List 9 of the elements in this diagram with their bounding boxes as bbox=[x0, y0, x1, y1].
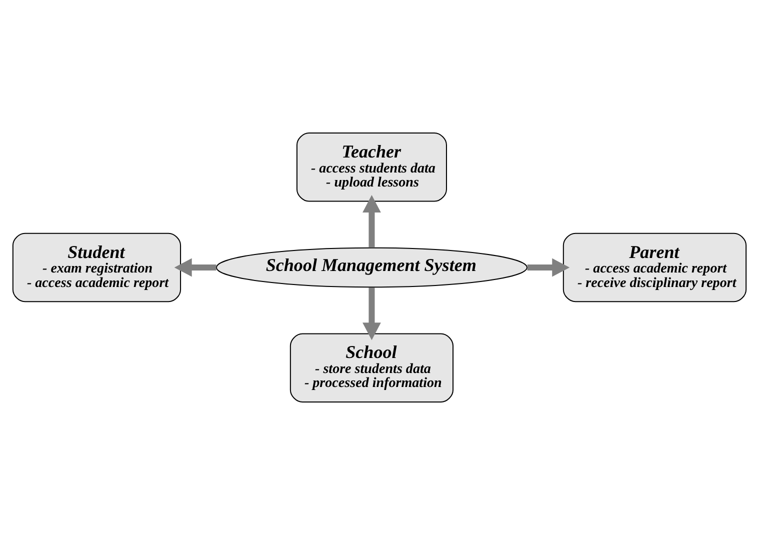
node-box: School - store students data - processed information bbox=[290, 332, 454, 402]
arrow bbox=[174, 258, 216, 276]
arrow bbox=[362, 286, 381, 340]
node-ellipse: School Management System bbox=[216, 246, 528, 288]
node-box: Student - exam registration - access academic report bbox=[12, 232, 182, 302]
arrow bbox=[362, 194, 381, 248]
node-box: Parent - access academic report - receive disciplinary report bbox=[562, 232, 747, 302]
arrow bbox=[527, 258, 570, 276]
node-box: Teacher - access students data - upload lessons bbox=[296, 132, 447, 202]
